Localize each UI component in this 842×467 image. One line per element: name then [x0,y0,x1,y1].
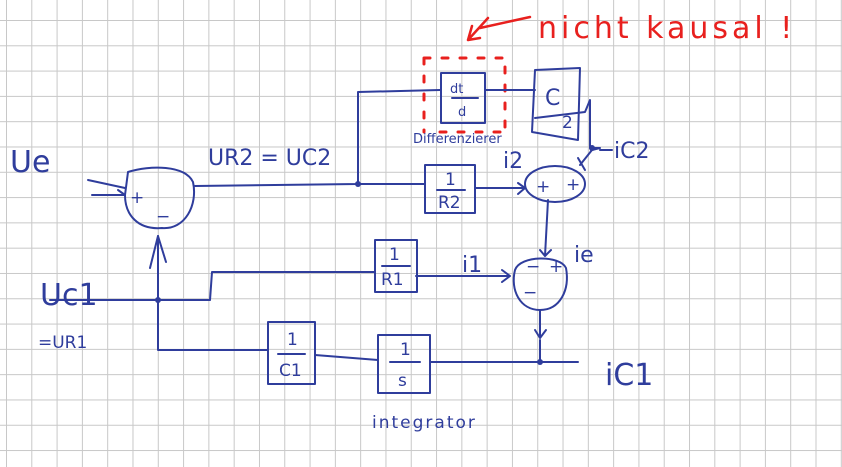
junction-dot [355,181,361,187]
ink-stroke [531,67,581,141]
diagram-text: R2 [438,193,461,213]
dashed-highlight-box [422,56,507,134]
r1-block: 1 R1 [374,239,418,293]
wires [49,89,613,363]
diagram-text: + [536,177,550,197]
diagram-text: C [545,86,560,111]
ink-stroke [149,235,167,269]
diagram-text: d [458,105,466,120]
junction-dot [589,145,595,151]
diagram-text: + [566,175,580,195]
ur2-uc2-label: UR2 = UC2 [208,146,331,171]
ink-stroke [314,339,579,363]
diagram-text: − [156,207,170,227]
ink-stroke [124,166,196,230]
ink-stroke [374,239,418,293]
ic2-label: iC2 [614,139,649,164]
non-causal-note: nicht kausal ! [538,11,796,46]
ink-stroke [194,89,441,187]
ink-stroke [440,72,486,124]
non-causal-annotation: nicht kausal ! [422,11,796,134]
ink-stroke [539,199,552,257]
ink-stroke [87,179,126,196]
i2-label: i2 [503,149,523,174]
ic1-label: iC1 [605,358,653,393]
diagram-text: 2 [562,113,573,133]
diagram-text: 1 [287,330,298,350]
ink-stroke [424,164,476,214]
ink-stroke [49,235,376,351]
summer-ie: − + − [512,257,568,311]
ink-stroke [267,321,316,385]
ink-stroke [475,182,526,195]
c2-block: C 2 [531,67,581,141]
ink-stroke [377,334,431,394]
diagram-text: 1 [445,170,456,190]
diagram-text: − [523,283,537,303]
c1-block: 1 C1 [267,321,316,385]
i1-label: i1 [462,253,482,278]
ink-stroke [577,149,613,171]
diagram-text: + [130,188,144,208]
diagram-text: integrator [372,413,477,433]
ue-label: Ue [10,145,50,180]
junction-dot [537,359,543,365]
diagram-text: − [526,257,540,277]
diagram-text: s [398,371,407,391]
arrow-icon [466,15,532,42]
diagram-text: R1 [381,270,404,290]
ink-stroke [534,309,547,339]
diagram-text: 1 [389,245,400,265]
r2-block: 1 R2 [424,164,476,214]
summer-ic2: + + [524,165,586,203]
ink-stroke [415,269,511,283]
junction-dot [155,297,161,303]
diagram-text: dt [450,82,463,97]
ink-stroke [524,165,586,203]
diagram-text: Differenzierer [413,132,502,147]
ie-label: ie [574,243,594,268]
ur1-label: =UR1 [38,333,87,353]
uc1-label: Uc1 [40,278,98,313]
diagram-text: C1 [279,361,302,381]
diagram-text: 1 [400,340,411,360]
diagram-text: + [549,257,563,277]
summer-main: + − [124,166,196,230]
ink-stroke [512,257,568,311]
integrator-block: 1 s integrator [372,334,477,433]
differentiator-block: dt d Differenzierer [413,72,502,147]
